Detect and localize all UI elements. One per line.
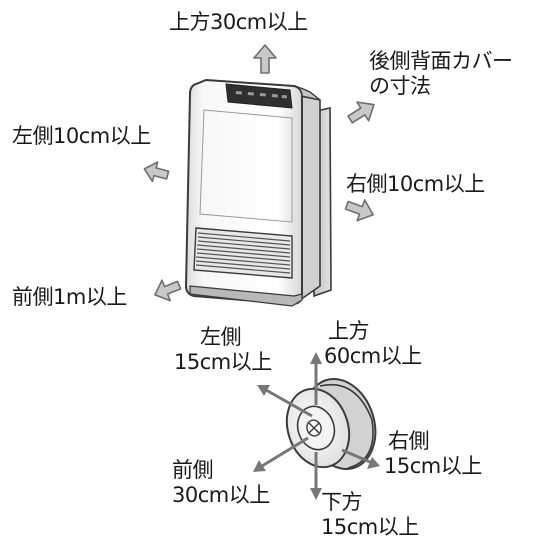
heater-base xyxy=(189,285,303,307)
label-left-clearance: 左側10cm以上 xyxy=(12,124,151,148)
label-top-clearance: 上方30cm以上 xyxy=(169,10,308,34)
clearance-arrows xyxy=(143,44,375,302)
heater-top-surface xyxy=(205,79,321,101)
label-rear-cover-line2: の寸法 xyxy=(369,74,431,98)
vent-arrow-up-icon xyxy=(310,352,322,364)
arrow-up-right-icon xyxy=(347,101,375,124)
control-panel xyxy=(225,83,293,109)
vent-center-cap xyxy=(306,419,322,437)
vent-arrow-left-icon xyxy=(257,385,270,396)
vent-arrow-down-icon xyxy=(310,488,322,500)
label-vent-right-line1: 右側 xyxy=(388,429,430,453)
label-vent-front-line2: 30cm以上 xyxy=(172,483,270,507)
arrow-right-icon xyxy=(344,199,374,222)
label-front-clearance: 前側1m以上 xyxy=(12,285,127,309)
label-vent-right-line2: 15cm以上 xyxy=(384,454,482,478)
label-vent-left-line1: 左側 xyxy=(200,325,242,349)
arrow-up-icon xyxy=(253,44,277,74)
control-buttons xyxy=(235,91,287,99)
vent-clearance-arrows xyxy=(253,352,380,500)
front-panel-outline xyxy=(199,109,293,223)
round-vent xyxy=(285,378,377,470)
label-vent-top-line1: 上方 xyxy=(328,319,370,343)
vent-arrow-front-icon xyxy=(253,460,266,472)
label-rear-cover-line1: 後側背面カバー xyxy=(369,49,513,73)
label-right-clearance: 右側10cm以上 xyxy=(346,172,485,196)
label-vent-top-line2: 60cm以上 xyxy=(324,344,422,368)
label-vent-bottom-line2: 15cm以上 xyxy=(321,515,419,539)
vent-arrow-right-icon xyxy=(367,457,380,469)
heater-unit xyxy=(184,78,332,307)
label-vent-bottom-line1: 下方 xyxy=(321,490,363,514)
label-vent-left-line2: 15cm以上 xyxy=(174,350,272,374)
label-vent-front-line1: 前側 xyxy=(172,458,214,482)
arrow-left-icon xyxy=(143,161,170,183)
front-grille xyxy=(193,227,293,279)
arrow-down-left-icon xyxy=(154,279,182,302)
